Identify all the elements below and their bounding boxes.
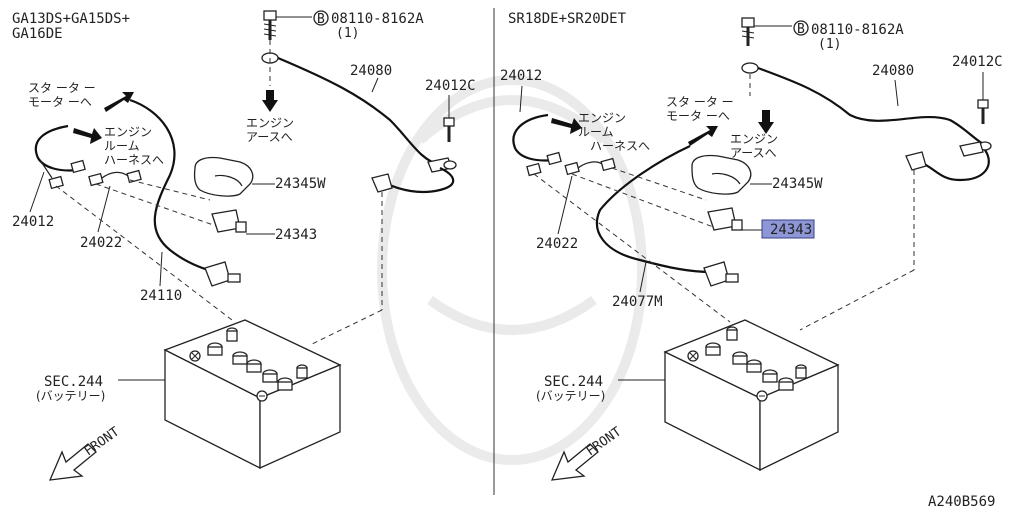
left-label-24012: 24012 (12, 214, 54, 230)
left-battery-ref: SEC.244 (44, 374, 103, 390)
right-bolt-24012c (977, 72, 989, 124)
right-harness-24012 (512, 113, 556, 162)
left-label-24022: 24022 (80, 235, 122, 251)
left-front-arrow-icon (48, 443, 97, 481)
left-label-24110: 24110 (140, 288, 182, 304)
left-harness-note-2: ルーム (104, 139, 140, 153)
right-cable-24080 (757, 66, 986, 146)
right-bolt-symbol (793, 20, 809, 36)
left-battery-name: (バッテリー) (36, 389, 105, 403)
left-bolt-24012c (443, 95, 455, 142)
left-title-line2: GA16DE (12, 26, 63, 42)
right-label-24012c: 24012C (952, 54, 1003, 70)
left-earth-note-1: エンジン (246, 116, 294, 130)
right-bolt-qty: (1) (818, 37, 841, 52)
left-bolt-symbol-letter: B (317, 12, 325, 27)
left-bolt (263, 10, 312, 40)
right-panel: SR18DE+SR20DET B 08110-8162A (1) 24080 2… (500, 11, 1003, 481)
left-cable-24110 (129, 98, 216, 274)
right-connector-24080 (959, 141, 984, 157)
left-starter-note-2: モータ ーへ (28, 95, 92, 109)
left-battery (163, 319, 342, 470)
left-starter-note-1: スタ ータ ー (28, 81, 96, 95)
right-cover-24345w (691, 154, 752, 195)
right-label-24077m: 24077M (612, 294, 663, 310)
right-starter-note-2: モータ ーへ (666, 109, 730, 123)
right-harness-note-2: ルーム (578, 125, 614, 139)
left-label-24345w: 24345W (275, 176, 326, 192)
right-harness-note-1: エンジン (578, 111, 626, 125)
right-earth-arrow-icon (758, 110, 774, 134)
right-battery-ref: SEC.244 (544, 374, 603, 390)
left-harness-note-1: エンジン (104, 125, 152, 139)
left-label-24012c: 24012C (425, 78, 476, 94)
right-battery-terminal (703, 261, 730, 287)
right-bolt-symbol-letter: B (797, 22, 805, 37)
left-earth-arrow-icon (262, 90, 278, 112)
left-harness-24012 (34, 124, 79, 172)
right-clamp-terminal (905, 151, 927, 171)
left-title-line1: GA13DS+GA15DS+ (12, 11, 130, 27)
right-battery (663, 319, 840, 472)
left-clamp-terminal (371, 173, 393, 193)
left-front-label: FRONT (82, 424, 123, 459)
right-label-24345w: 24345W (772, 176, 823, 192)
right-cable-24077m (595, 145, 713, 274)
right-label-24080: 24080 (872, 63, 914, 79)
left-panel: GA13DS+GA15DS+ GA16DE B 08110-8162A (1) … (12, 10, 476, 481)
left-bolt-qty: (1) (336, 26, 359, 41)
right-label-24012: 24012 (500, 68, 542, 84)
right-battery-name: (バッテリー) (536, 389, 605, 403)
diagram-code: A240B569 (928, 494, 995, 510)
right-highlight-24343[interactable] (761, 219, 815, 239)
left-cable-24080 (277, 56, 441, 167)
left-label-24080: 24080 (350, 63, 392, 79)
left-harness-arrow-icon (73, 128, 102, 144)
left-harness-note-3: ハーネスへ (104, 153, 164, 167)
right-label-24022: 24022 (536, 236, 578, 252)
watermark-emblem (377, 75, 647, 465)
right-harness-note-3: ハーネスへ (590, 139, 650, 153)
left-label-24343: 24343 (275, 227, 317, 243)
right-harness-arrow-icon (551, 118, 582, 134)
left-starter-arrow-icon (104, 92, 134, 112)
right-earth-terminal (741, 62, 759, 74)
right-earth-note-1: エンジン (730, 132, 778, 146)
right-label-24343[interactable]: 24343 (770, 222, 812, 238)
left-earth-note-2: アースへ (246, 130, 293, 144)
right-starter-note-1: スタ ータ ー (666, 95, 734, 109)
left-cover-24345w (193, 156, 254, 197)
right-earth-note-2: アースへ (730, 146, 777, 160)
left-battery-terminal (204, 261, 231, 287)
right-title: SR18DE+SR20DET (508, 11, 627, 27)
left-bolt-symbol (313, 10, 329, 26)
right-bolt-code: 08110-8162A (811, 22, 904, 38)
right-bolt (741, 17, 792, 46)
right-front-arrow-icon (550, 443, 599, 481)
left-bolt-code: 08110-8162A (331, 11, 424, 27)
right-front-label: FRONT (584, 424, 625, 459)
right-starter-arrow-icon (688, 126, 718, 146)
